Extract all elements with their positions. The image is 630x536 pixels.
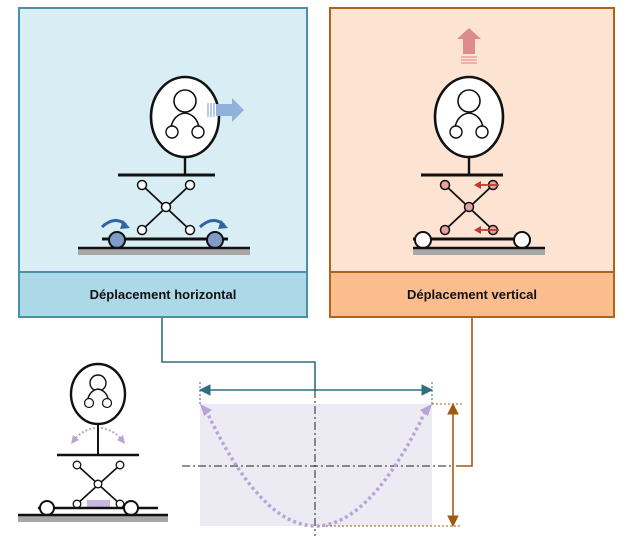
horizontal-connector-line [161, 318, 316, 390]
baby-walker-icon [78, 75, 250, 255]
horizontal-walker-diagram [78, 75, 250, 255]
height-arrow [318, 402, 462, 528]
vertical-walker-diagram [413, 28, 545, 255]
width-arrow [198, 382, 434, 404]
baby-walker-icon [413, 75, 545, 255]
horizontal-displacement-panel: Déplacement horizontal [18, 7, 308, 318]
move-up-arrow-icon [457, 28, 481, 64]
vertical-displacement-panel: Déplacement vertical [329, 7, 615, 318]
trajectory-curve-icon [200, 404, 432, 528]
motion-region [200, 404, 432, 526]
vertical-panel-label: Déplacement vertical [331, 271, 613, 316]
slide-left-arrow-icon [474, 181, 499, 234]
small-baby-walker-icon [18, 362, 168, 522]
horizontal-panel-label: Déplacement horizontal [20, 271, 306, 316]
move-right-arrow-icon [207, 98, 244, 122]
vertical-connector-line [456, 318, 473, 467]
rotation-arrow-icon [100, 219, 228, 229]
